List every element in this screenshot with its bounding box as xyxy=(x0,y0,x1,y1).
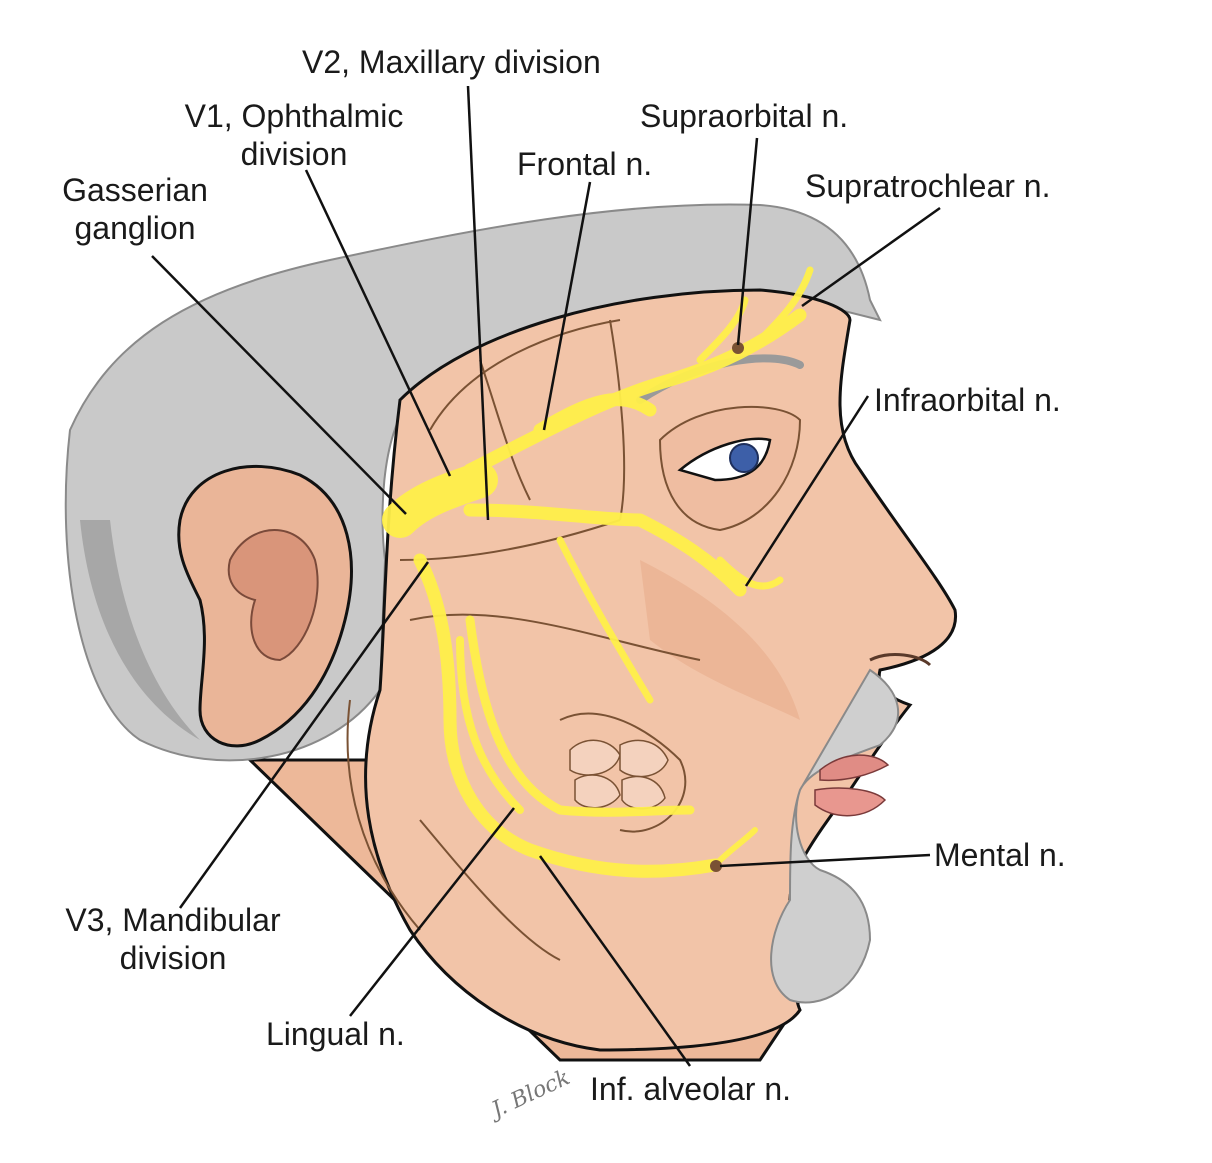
buccal-branch xyxy=(556,536,654,704)
label-v1-ophthalmic: V1, Ophthalmic division xyxy=(168,97,420,173)
leader-supraorbital xyxy=(736,137,759,346)
infraorbital-nerve xyxy=(716,556,784,590)
label-supratrochlear: Supratrochlear n. xyxy=(805,168,1051,204)
beard xyxy=(770,668,899,1004)
label-gasserian-line1: Gasserian xyxy=(62,172,208,208)
label-v3-mandibular-line2: division xyxy=(119,940,227,976)
supraorbital-foramen xyxy=(732,342,744,354)
label-v3-mandibular-line1: V3, Mandibular xyxy=(65,902,281,938)
leader-inf-alveolar xyxy=(538,855,692,1067)
leader-infraorbital xyxy=(744,395,870,587)
cheek-shadow xyxy=(640,560,800,720)
leader-lines xyxy=(151,85,941,1067)
label-gasserian-line2: ganglion xyxy=(74,210,196,246)
leader-mental xyxy=(719,853,931,868)
v3-mandibular-nerve xyxy=(413,553,722,878)
label-v1-ophthalmic-line2: division xyxy=(240,136,348,172)
supraorbital-nerve xyxy=(696,296,749,364)
hair-shadow xyxy=(80,520,200,740)
inf-alveolar-nerve xyxy=(465,615,695,817)
label-inf-alveolar: Inf. alveolar n. xyxy=(590,1071,791,1107)
leader-v3-mandibular xyxy=(178,561,430,909)
label-infraorbital: Infraorbital n. xyxy=(874,382,1061,418)
leader-supratrochlear xyxy=(801,206,941,308)
nerve-branches xyxy=(382,266,814,878)
supratrochlear-nerve xyxy=(756,266,814,344)
leader-frontal xyxy=(542,181,592,431)
v2-maxillary-nerve xyxy=(463,503,747,597)
label-gasserian-ganglion: Gasserian ganglion xyxy=(52,171,218,247)
label-v1-ophthalmic-line1: V1, Ophthalmic xyxy=(184,98,404,134)
teeth xyxy=(569,739,669,810)
frontal-nerve xyxy=(533,393,657,437)
iris xyxy=(729,443,759,473)
ear-inner xyxy=(227,529,319,662)
label-supraorbital: Supraorbital n. xyxy=(640,98,849,134)
label-frontal: Frontal n. xyxy=(517,146,653,182)
gasserian-ganglion-nerve xyxy=(382,462,498,538)
label-lingual: Lingual n. xyxy=(266,1016,405,1052)
leader-gasserian xyxy=(151,255,407,515)
leader-v2-maxillary xyxy=(466,85,490,521)
label-v2-maxillary: V2, Maxillary division xyxy=(302,44,601,80)
lingual-nerve xyxy=(456,636,524,814)
skull-outline xyxy=(346,319,701,961)
upper-lip xyxy=(819,754,890,782)
leader-v1-ophthalmic xyxy=(304,169,452,477)
nostril xyxy=(869,653,932,667)
label-mental: Mental n. xyxy=(934,837,1066,873)
lower-lip xyxy=(814,787,887,817)
mental-foramen xyxy=(710,860,722,872)
label-v3-mandibular: V3, Mandibular division xyxy=(50,901,296,977)
leader-lingual xyxy=(349,807,515,1017)
